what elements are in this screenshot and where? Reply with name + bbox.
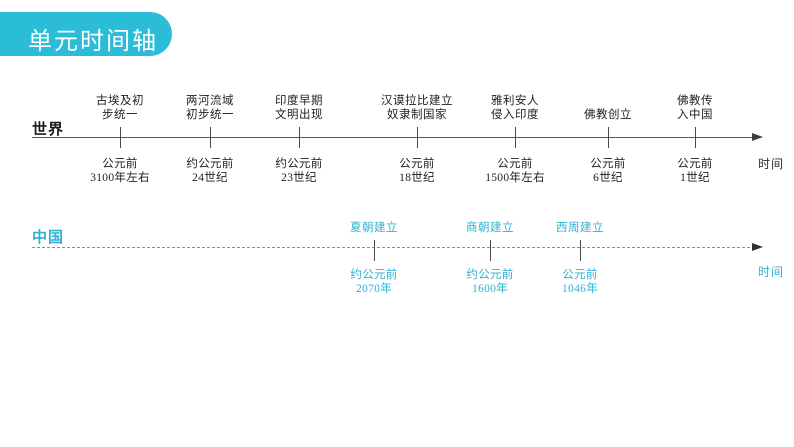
timeline-tick bbox=[374, 240, 375, 261]
event-name-line2: 初步统一 bbox=[186, 109, 234, 121]
event-name-line1: 佛教传 bbox=[677, 95, 713, 107]
timeline-tick bbox=[120, 127, 121, 148]
event-name-line1: 古埃及初 bbox=[96, 95, 144, 107]
event-name-line2: 奴隶制国家 bbox=[387, 109, 447, 121]
event-date-line1: 公元前 bbox=[677, 158, 713, 170]
event-name-line2: 步统一 bbox=[102, 109, 138, 121]
timeline-tick bbox=[210, 127, 211, 148]
event-name-line2: 文明出现 bbox=[275, 109, 323, 121]
world-axis-line bbox=[32, 137, 755, 138]
event-date: 公元前 1500年左右 bbox=[485, 157, 545, 185]
event-name: 佛教创立 bbox=[584, 108, 632, 122]
china-axis-arrow-icon bbox=[752, 243, 763, 251]
timeline-tick bbox=[417, 127, 418, 148]
timeline-tick bbox=[490, 240, 491, 261]
event-date-line1: 公元前 bbox=[102, 158, 138, 170]
event-date: 公元前 18世纪 bbox=[399, 157, 435, 185]
event-date-line2: 1046年 bbox=[562, 283, 598, 295]
event-date: 公元前 6世纪 bbox=[590, 157, 625, 185]
event-date-line2: 18世纪 bbox=[399, 172, 435, 184]
timeline-tick bbox=[580, 240, 581, 261]
event-name-line1: 印度早期 bbox=[275, 95, 323, 107]
title-pill bbox=[0, 12, 172, 56]
event-name-line1: 两河流域 bbox=[186, 95, 234, 107]
event-date-line2: 1500年左右 bbox=[485, 172, 545, 184]
event-name-line1: 西周建立 bbox=[556, 222, 604, 234]
event-date-line1: 约公元前 bbox=[186, 158, 234, 170]
event-name: 印度早期文明出现 bbox=[275, 94, 323, 122]
event-name-line2: 侵入印度 bbox=[491, 109, 539, 121]
world-axis-time-label: 时间 bbox=[758, 157, 785, 171]
event-date-line1: 公元前 bbox=[399, 158, 435, 170]
event-date: 约公元前 1600年 bbox=[466, 268, 513, 296]
event-date-line2: 24世纪 bbox=[192, 172, 228, 184]
event-date-line1: 约公元前 bbox=[466, 269, 514, 281]
event-name: 佛教传入中国 bbox=[677, 94, 713, 122]
event-date: 公元前 3100年左右 bbox=[90, 157, 150, 185]
event-name: 古埃及初步统一 bbox=[96, 94, 144, 122]
event-name: 夏朝建立 bbox=[350, 221, 398, 235]
event-name-line1: 佛教创立 bbox=[584, 109, 632, 121]
event-date: 公元前 1046年 bbox=[562, 268, 598, 296]
event-date: 约公元前 24世纪 bbox=[186, 157, 233, 185]
timeline-tick bbox=[608, 127, 609, 148]
event-name: 汉谟拉比建立奴隶制国家 bbox=[381, 94, 453, 122]
event-date: 约公元前 2070年 bbox=[350, 268, 397, 296]
axis-label-world: 世界 bbox=[32, 122, 65, 138]
event-name: 西周建立 bbox=[556, 221, 604, 235]
axis-label-china: 中国 bbox=[32, 230, 65, 246]
china-axis-line bbox=[32, 247, 755, 248]
timeline-tick bbox=[695, 127, 696, 148]
event-name: 雅利安人侵入印度 bbox=[491, 94, 539, 122]
event-name-line1: 雅利安人 bbox=[491, 95, 539, 107]
event-name: 两河流域初步统一 bbox=[186, 94, 234, 122]
event-name-line1: 汉谟拉比建立 bbox=[381, 95, 453, 107]
event-date: 约公元前 23世纪 bbox=[275, 157, 322, 185]
event-date-line1: 公元前 bbox=[562, 269, 598, 281]
event-date-line2: 2070年 bbox=[355, 283, 392, 295]
event-name: 商朝建立 bbox=[466, 221, 514, 235]
event-name-line1: 夏朝建立 bbox=[350, 222, 398, 234]
event-date: 公元前 1世纪 bbox=[677, 157, 712, 185]
event-date-line2: 1600年 bbox=[471, 283, 508, 295]
timeline-tick bbox=[299, 127, 300, 148]
event-name-line1: 商朝建立 bbox=[466, 222, 514, 234]
event-date-line1: 约公元前 bbox=[275, 158, 323, 170]
event-date-line2: 6世纪 bbox=[593, 172, 623, 184]
event-name-line2: 入中国 bbox=[677, 109, 713, 121]
event-date-line2: 1世纪 bbox=[680, 172, 710, 184]
event-date-line2: 3100年左右 bbox=[90, 172, 150, 184]
page-title: 单元时间轴 bbox=[28, 28, 158, 55]
event-date-line1: 公元前 bbox=[590, 158, 626, 170]
event-date-line2: 23世纪 bbox=[281, 172, 317, 184]
world-axis-arrow-icon bbox=[752, 133, 763, 141]
china-axis-time-label: 时间 bbox=[758, 265, 785, 279]
event-date-line1: 公元前 bbox=[497, 158, 533, 170]
event-date-line1: 约公元前 bbox=[350, 269, 398, 281]
timeline-tick bbox=[515, 127, 516, 148]
